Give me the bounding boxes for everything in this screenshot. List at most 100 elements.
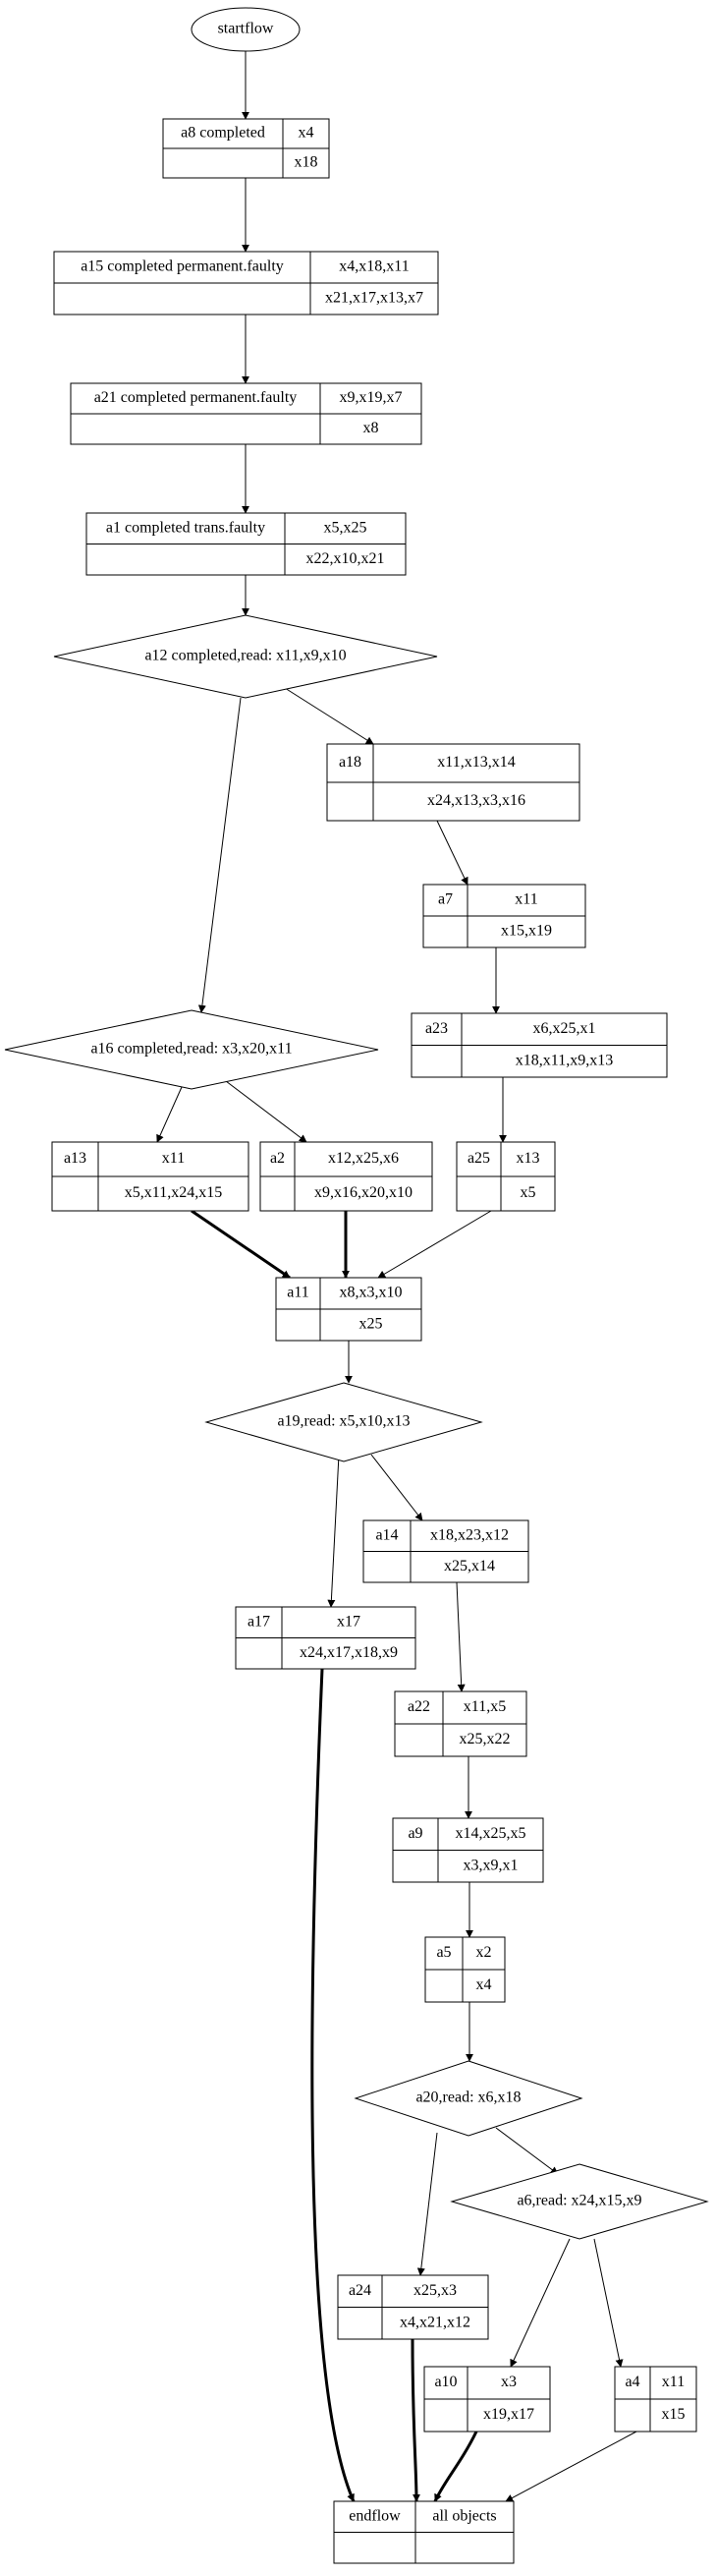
node-a5-top: x2 <box>476 1944 492 1961</box>
node-a4-name: a4 <box>625 2374 639 2390</box>
node-d20-shape <box>354 2060 583 2137</box>
node-a1-top: x5,x25 <box>324 519 367 536</box>
node-a18-bottom: x24,x13,x3,x16 <box>427 792 525 809</box>
node-a7: a7 x11 x15,x19 <box>422 884 586 948</box>
node-a13-top: x11 <box>162 1150 185 1167</box>
edges <box>156 51 637 2502</box>
node-a25-bottom: x5 <box>521 1184 536 1201</box>
node-a2-top: x12,x25,x6 <box>328 1150 399 1167</box>
node-a4: a4 x11 x15 <box>614 2366 697 2433</box>
node-d12-label: a12 completed,read: x11,x9,x10 <box>144 648 346 664</box>
node-a13-name: a13 <box>64 1150 86 1167</box>
node-a11-top: x8,x3,x10 <box>340 1285 403 1301</box>
edge-a24-to-endflow <box>411 2338 420 2502</box>
edge-a25-to-a11 <box>377 1210 492 1279</box>
node-d16: a16 completed,read: x3,x20,x11 <box>4 1009 379 1090</box>
node-a22-name: a22 <box>408 1698 430 1715</box>
node-a25: a25 x13 x5 <box>456 1141 556 1212</box>
node-a25-name: a25 <box>468 1150 490 1167</box>
node-endflow: endflow all objects <box>333 2500 515 2564</box>
node-d12: a12 completed,read: x11,x9,x10 <box>53 614 438 699</box>
edge-a18-to-a7 <box>436 820 468 886</box>
node-startflow-shape <box>191 7 301 52</box>
node-a15: a15 completed permanent.faulty x4,x18,x11… <box>53 251 439 315</box>
edge-a17-to-endflow <box>310 1668 356 2502</box>
node-a14: a14 x18,x23,x12 x25,x14 <box>362 1519 529 1583</box>
node-a1: a1 completed trans.faulty x5,x25 x22,x10,x… <box>85 512 407 576</box>
node-a24-name: a24 <box>349 2282 371 2299</box>
node-a10-top: x3 <box>501 2374 517 2390</box>
node-a14-bottom: x25,x14 <box>444 1558 495 1574</box>
edge-d6-to-a4 <box>593 2238 624 2368</box>
node-endflow-top: all objects <box>432 2507 496 2524</box>
node-d12-shape <box>53 614 438 699</box>
edge-a13-to-a11 <box>191 1209 291 1280</box>
node-endflow-name: endflow <box>349 2507 401 2524</box>
node-d20: a20,read: x6,x18 <box>354 2060 583 2137</box>
node-a4-bottom: x15 <box>662 2406 686 2423</box>
node-a10-bottom: x19,x17 <box>483 2406 534 2423</box>
node-a1-name: a1 completed trans.faulty <box>106 519 265 536</box>
node-a1-bottom: x22,x10,x21 <box>306 550 385 567</box>
edge-d6-to-a10 <box>510 2238 571 2368</box>
node-a9-name: a9 <box>408 1825 422 1842</box>
edge-d16-to-a13 <box>156 1086 183 1143</box>
node-d6: a6,read: x24,x15,x9 <box>450 2163 709 2240</box>
node-a24: a24 x25,x3 x4,x21,x12 <box>337 2274 489 2340</box>
node-a7-name: a7 <box>438 891 453 908</box>
node-a17-name: a17 <box>248 1613 270 1630</box>
node-a14-name: a14 <box>375 1526 398 1543</box>
node-a10-name: a10 <box>434 2374 457 2390</box>
node-a15-top: x4,x18,x11 <box>339 258 409 275</box>
node-a15-bottom: x21,x17,x13,x7 <box>325 290 423 307</box>
node-a23-name: a23 <box>425 1020 448 1037</box>
node-a15-name: a15 completed permanent.faulty <box>81 258 284 275</box>
node-a18-name: a18 <box>339 754 361 771</box>
node-d6-shape <box>450 2163 709 2240</box>
node-startflow: startflow <box>191 7 301 52</box>
node-startflow-label: startflow <box>218 21 274 37</box>
node-a7-bottom: x15,x19 <box>501 923 552 940</box>
edge-d12-to-a18 <box>284 687 374 745</box>
node-a8-bottom: x18 <box>295 154 318 171</box>
node-d6-label: a6,read: x24,x15,x9 <box>517 2193 641 2209</box>
node-a24-top: x25,x3 <box>413 2282 457 2299</box>
node-a7-top: x11 <box>515 891 537 908</box>
node-d19: a19,read: x5,x10,x13 <box>204 1382 483 1462</box>
node-a24-bottom: x4,x21,x12 <box>400 2314 470 2330</box>
node-d20-label: a20,read: x6,x18 <box>415 2089 521 2106</box>
node-d16-label: a16 completed,read: x3,x20,x11 <box>90 1041 292 1058</box>
node-a10: a10 x3 x19,x17 <box>423 2366 551 2433</box>
node-a9-top: x14,x25,x5 <box>456 1825 526 1842</box>
edge-d19-to-a17 <box>327 1454 340 1608</box>
node-a21-name: a21 completed permanent.faulty <box>94 389 298 406</box>
node-a23-bottom: x18,x11,x9,x13 <box>516 1052 613 1068</box>
node-a23-top: x6,x25,x1 <box>533 1020 596 1037</box>
node-a4-top: x11 <box>662 2374 685 2390</box>
node-a13-bottom: x5,x11,x24,x15 <box>125 1184 222 1201</box>
node-a14-top: x18,x23,x12 <box>430 1526 509 1543</box>
edge-a4-to-endflow <box>505 2431 637 2502</box>
node-a25-top: x13 <box>517 1150 540 1167</box>
edge-a14-to-a22 <box>456 1581 466 1692</box>
node-a13: a13 x11 x5,x11,x24,x15 <box>51 1141 249 1212</box>
node-a17-top: x17 <box>337 1613 360 1630</box>
edge-a10-to-endflow <box>433 2431 478 2502</box>
node-a2-bottom: x9,x16,x20,x10 <box>314 1184 413 1201</box>
node-a8-name: a8 completed <box>181 125 265 142</box>
node-a22-bottom: x25,x22 <box>460 1731 511 1747</box>
node-a5-name: a5 <box>436 1944 451 1961</box>
node-d16-shape <box>4 1009 379 1090</box>
node-d19-shape <box>204 1382 483 1462</box>
edge-d12-to-d16 <box>197 697 242 1013</box>
edge-d20-to-a24 <box>416 2132 438 2276</box>
edge-d20-to-d6 <box>495 2127 559 2175</box>
